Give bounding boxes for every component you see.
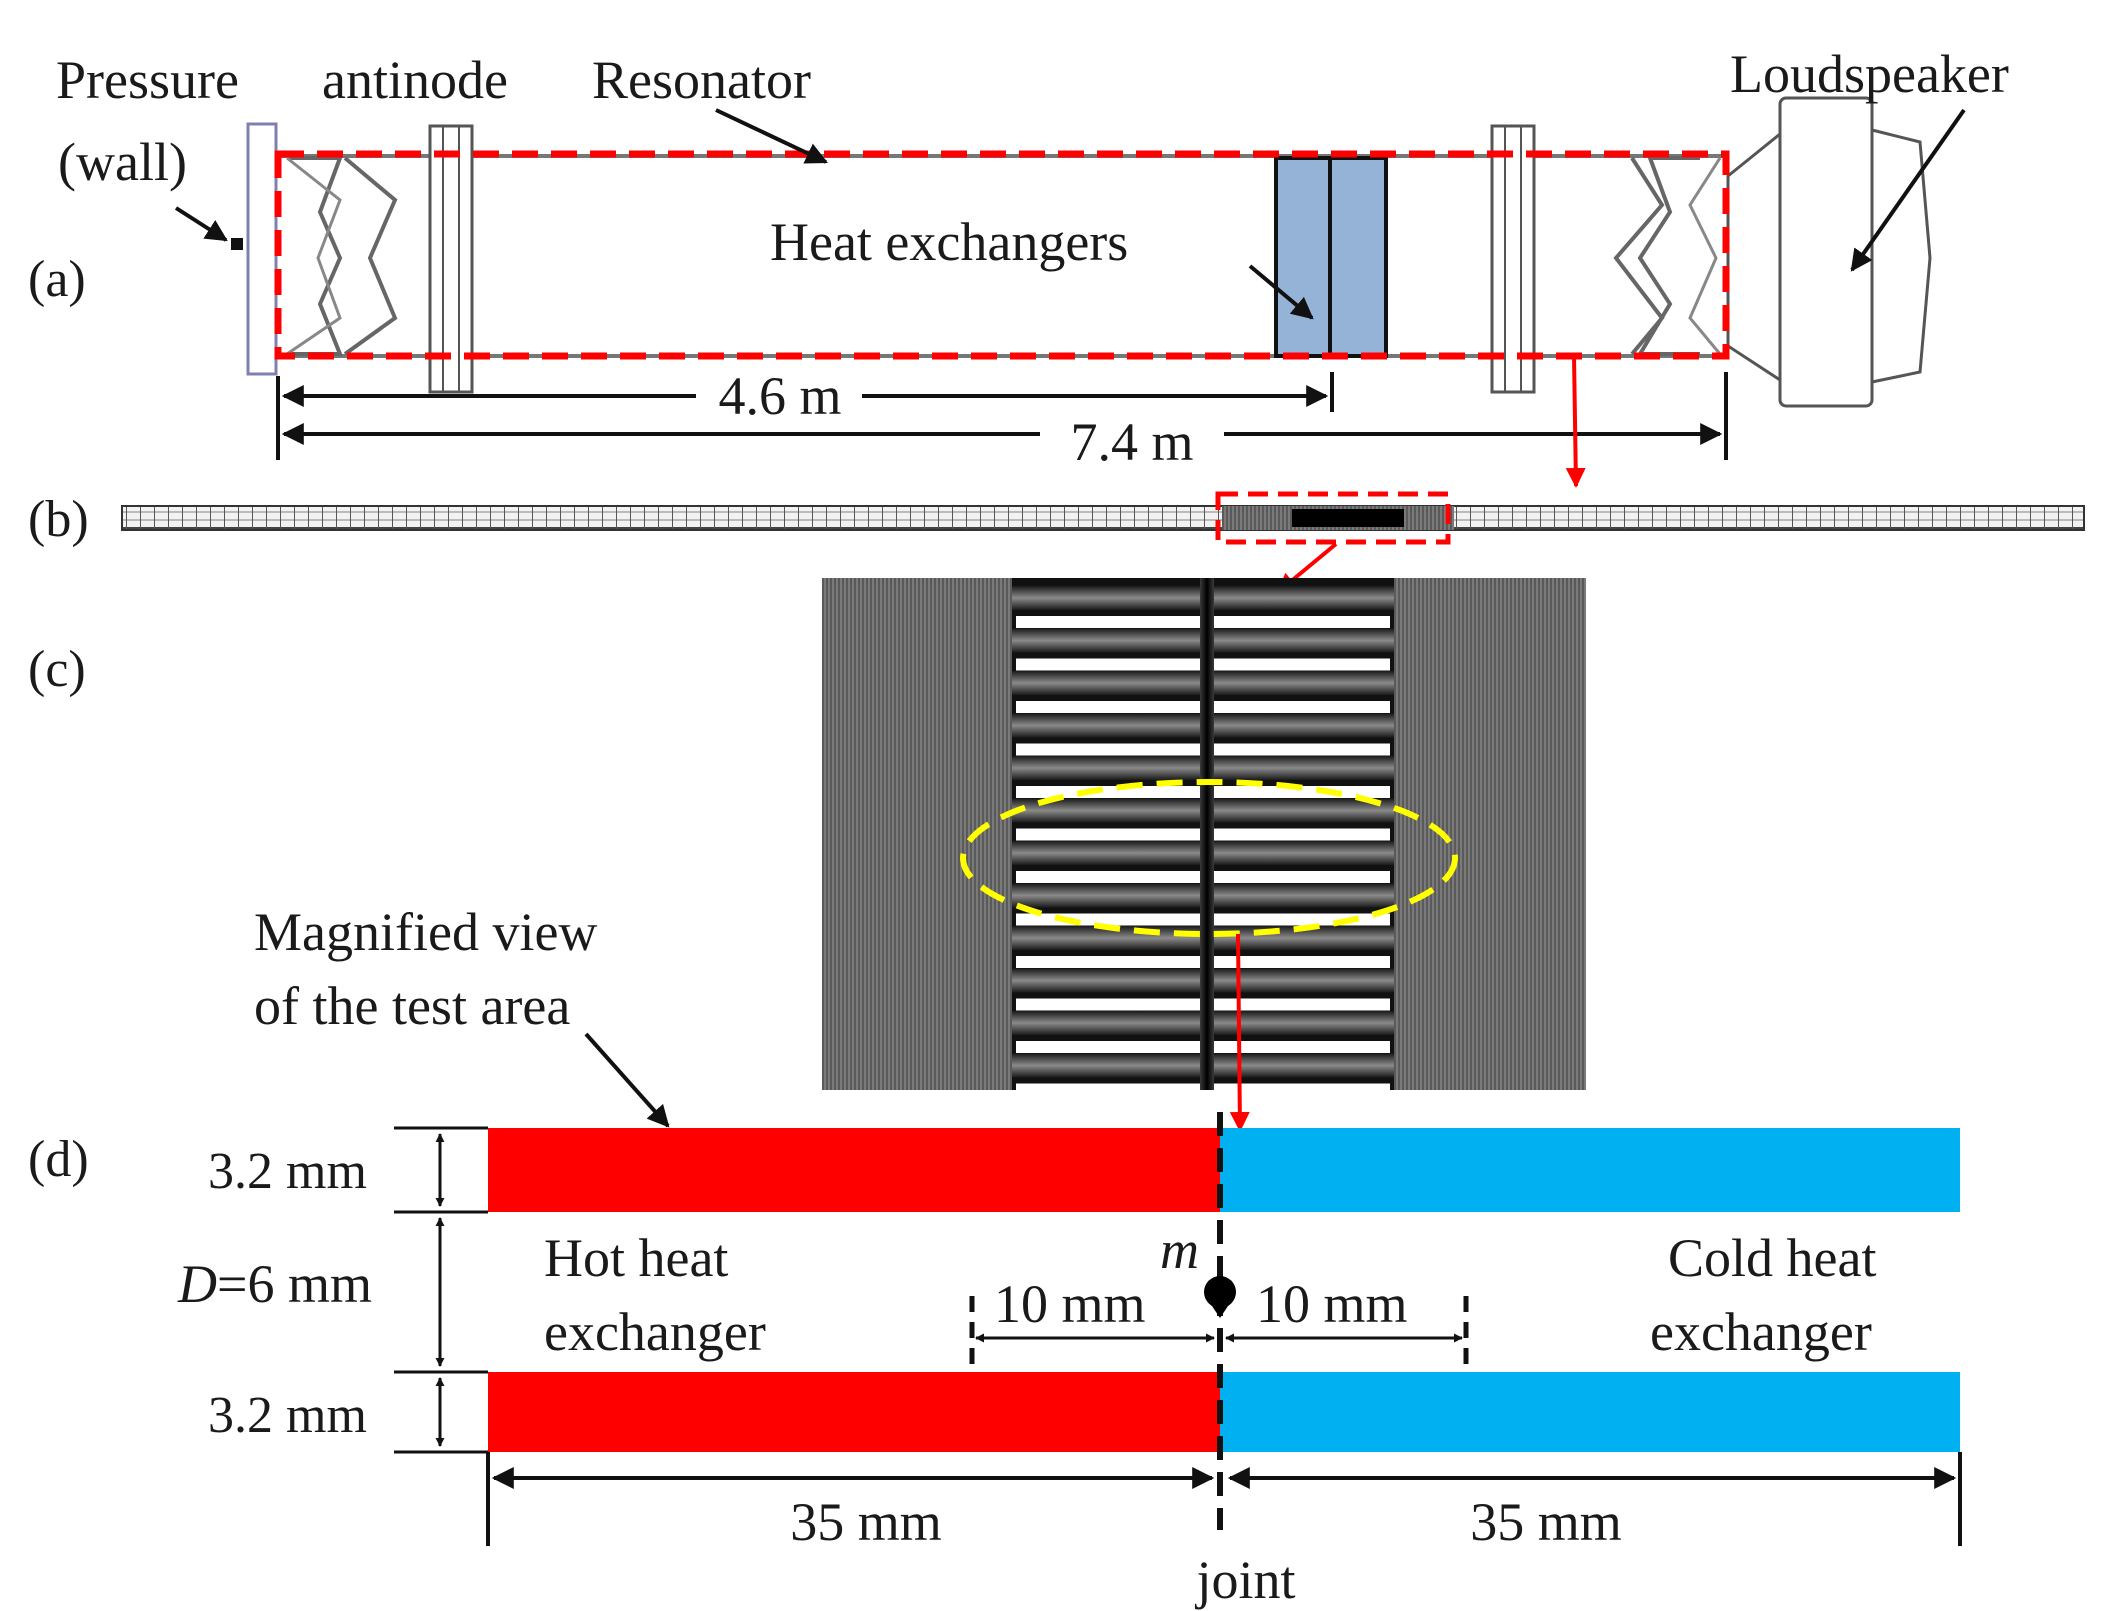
mesh-right-block bbox=[1394, 578, 1586, 1090]
test-area-ellipse-dashed bbox=[960, 779, 1458, 937]
loudspeaker bbox=[1726, 96, 1932, 408]
label-offset-left: 10 mm bbox=[994, 1274, 1146, 1334]
right-bellows bbox=[1613, 156, 1722, 356]
hot-plate-top bbox=[488, 1128, 1220, 1212]
panel-label-a: (a) bbox=[28, 251, 86, 308]
mesh-zoom-box-dashed bbox=[1215, 491, 1451, 545]
label-pressure: Pressure bbox=[56, 50, 239, 110]
label-hot-line2: exchanger bbox=[544, 1302, 766, 1362]
resonator-outline-dashed bbox=[274, 150, 1730, 360]
label-thickness-bottom: 3.2 mm bbox=[208, 1387, 367, 1444]
panel-a: (a) bbox=[28, 44, 2009, 488]
panel-label-c: (c) bbox=[28, 641, 86, 698]
panel-label-d: (d) bbox=[28, 1131, 89, 1188]
arrow-to-heat-exchangers bbox=[1248, 264, 1314, 320]
arrow-magnified-view bbox=[584, 1032, 670, 1128]
label-gap-var: D bbox=[177, 1254, 217, 1314]
label-magnified-line1: Magnified view bbox=[254, 902, 597, 962]
hot-plate-bottom bbox=[488, 1372, 1220, 1452]
label-length-left: 35 mm bbox=[790, 1492, 942, 1552]
cold-heat-exchanger-block bbox=[1328, 156, 1388, 358]
panel-d: (d) Magnified view of the test area 3.2 … bbox=[28, 902, 1962, 1610]
label-magnified-line2: of the test area bbox=[254, 976, 570, 1036]
label-resonator: Resonator bbox=[592, 50, 811, 110]
label-cold-line2: exchanger bbox=[1650, 1302, 1872, 1362]
mesh-left-block bbox=[822, 578, 1012, 1090]
mesh-1d-strip bbox=[121, 505, 2085, 531]
arrow-to-loudspeaker bbox=[1850, 108, 1966, 272]
left-flange bbox=[428, 124, 474, 394]
cold-plate-top bbox=[1220, 1128, 1960, 1212]
label-heat-exchangers: Heat exchangers bbox=[770, 212, 1128, 272]
label-loudspeaker: Loudspeaker bbox=[1730, 44, 2009, 104]
label-gap: D=6 mm bbox=[177, 1254, 372, 1314]
label-wall: (wall) bbox=[58, 132, 187, 192]
label-dim-7-4: 7.4 m bbox=[1070, 412, 1193, 472]
arrow-a-to-b bbox=[1565, 355, 1586, 488]
label-thickness-top: 3.2 mm bbox=[208, 1143, 367, 1200]
arrow-to-resonator bbox=[715, 108, 828, 164]
hot-heat-exchanger-block bbox=[1274, 156, 1332, 358]
arrow-c-to-d bbox=[1229, 933, 1250, 1132]
panel-label-b: (b) bbox=[28, 491, 89, 548]
label-cold-line1: Cold heat bbox=[1668, 1228, 1876, 1288]
label-dim-4-6: 4.6 m bbox=[718, 366, 841, 426]
label-joint: joint bbox=[1194, 1550, 1295, 1610]
cold-plate-bottom bbox=[1220, 1372, 1960, 1452]
label-length-right: 35 mm bbox=[1470, 1492, 1622, 1552]
label-hot-line1: Hot heat bbox=[544, 1228, 728, 1288]
panel-b: (b) bbox=[28, 491, 2085, 594]
panel-c: (c) bbox=[28, 578, 1586, 1132]
left-bellows bbox=[286, 156, 398, 356]
end-wall-plate bbox=[246, 122, 278, 376]
pressure-sensor bbox=[231, 238, 243, 250]
label-antinode: antinode bbox=[322, 50, 508, 110]
label-offset-right: 10 mm bbox=[1256, 1274, 1408, 1334]
label-gap-val: =6 mm bbox=[217, 1254, 372, 1314]
arrow-to-sensor bbox=[174, 206, 228, 242]
right-flange bbox=[1490, 124, 1536, 394]
label-point-m: m bbox=[1160, 1220, 1199, 1280]
mesh-joint-line bbox=[1200, 578, 1214, 1090]
